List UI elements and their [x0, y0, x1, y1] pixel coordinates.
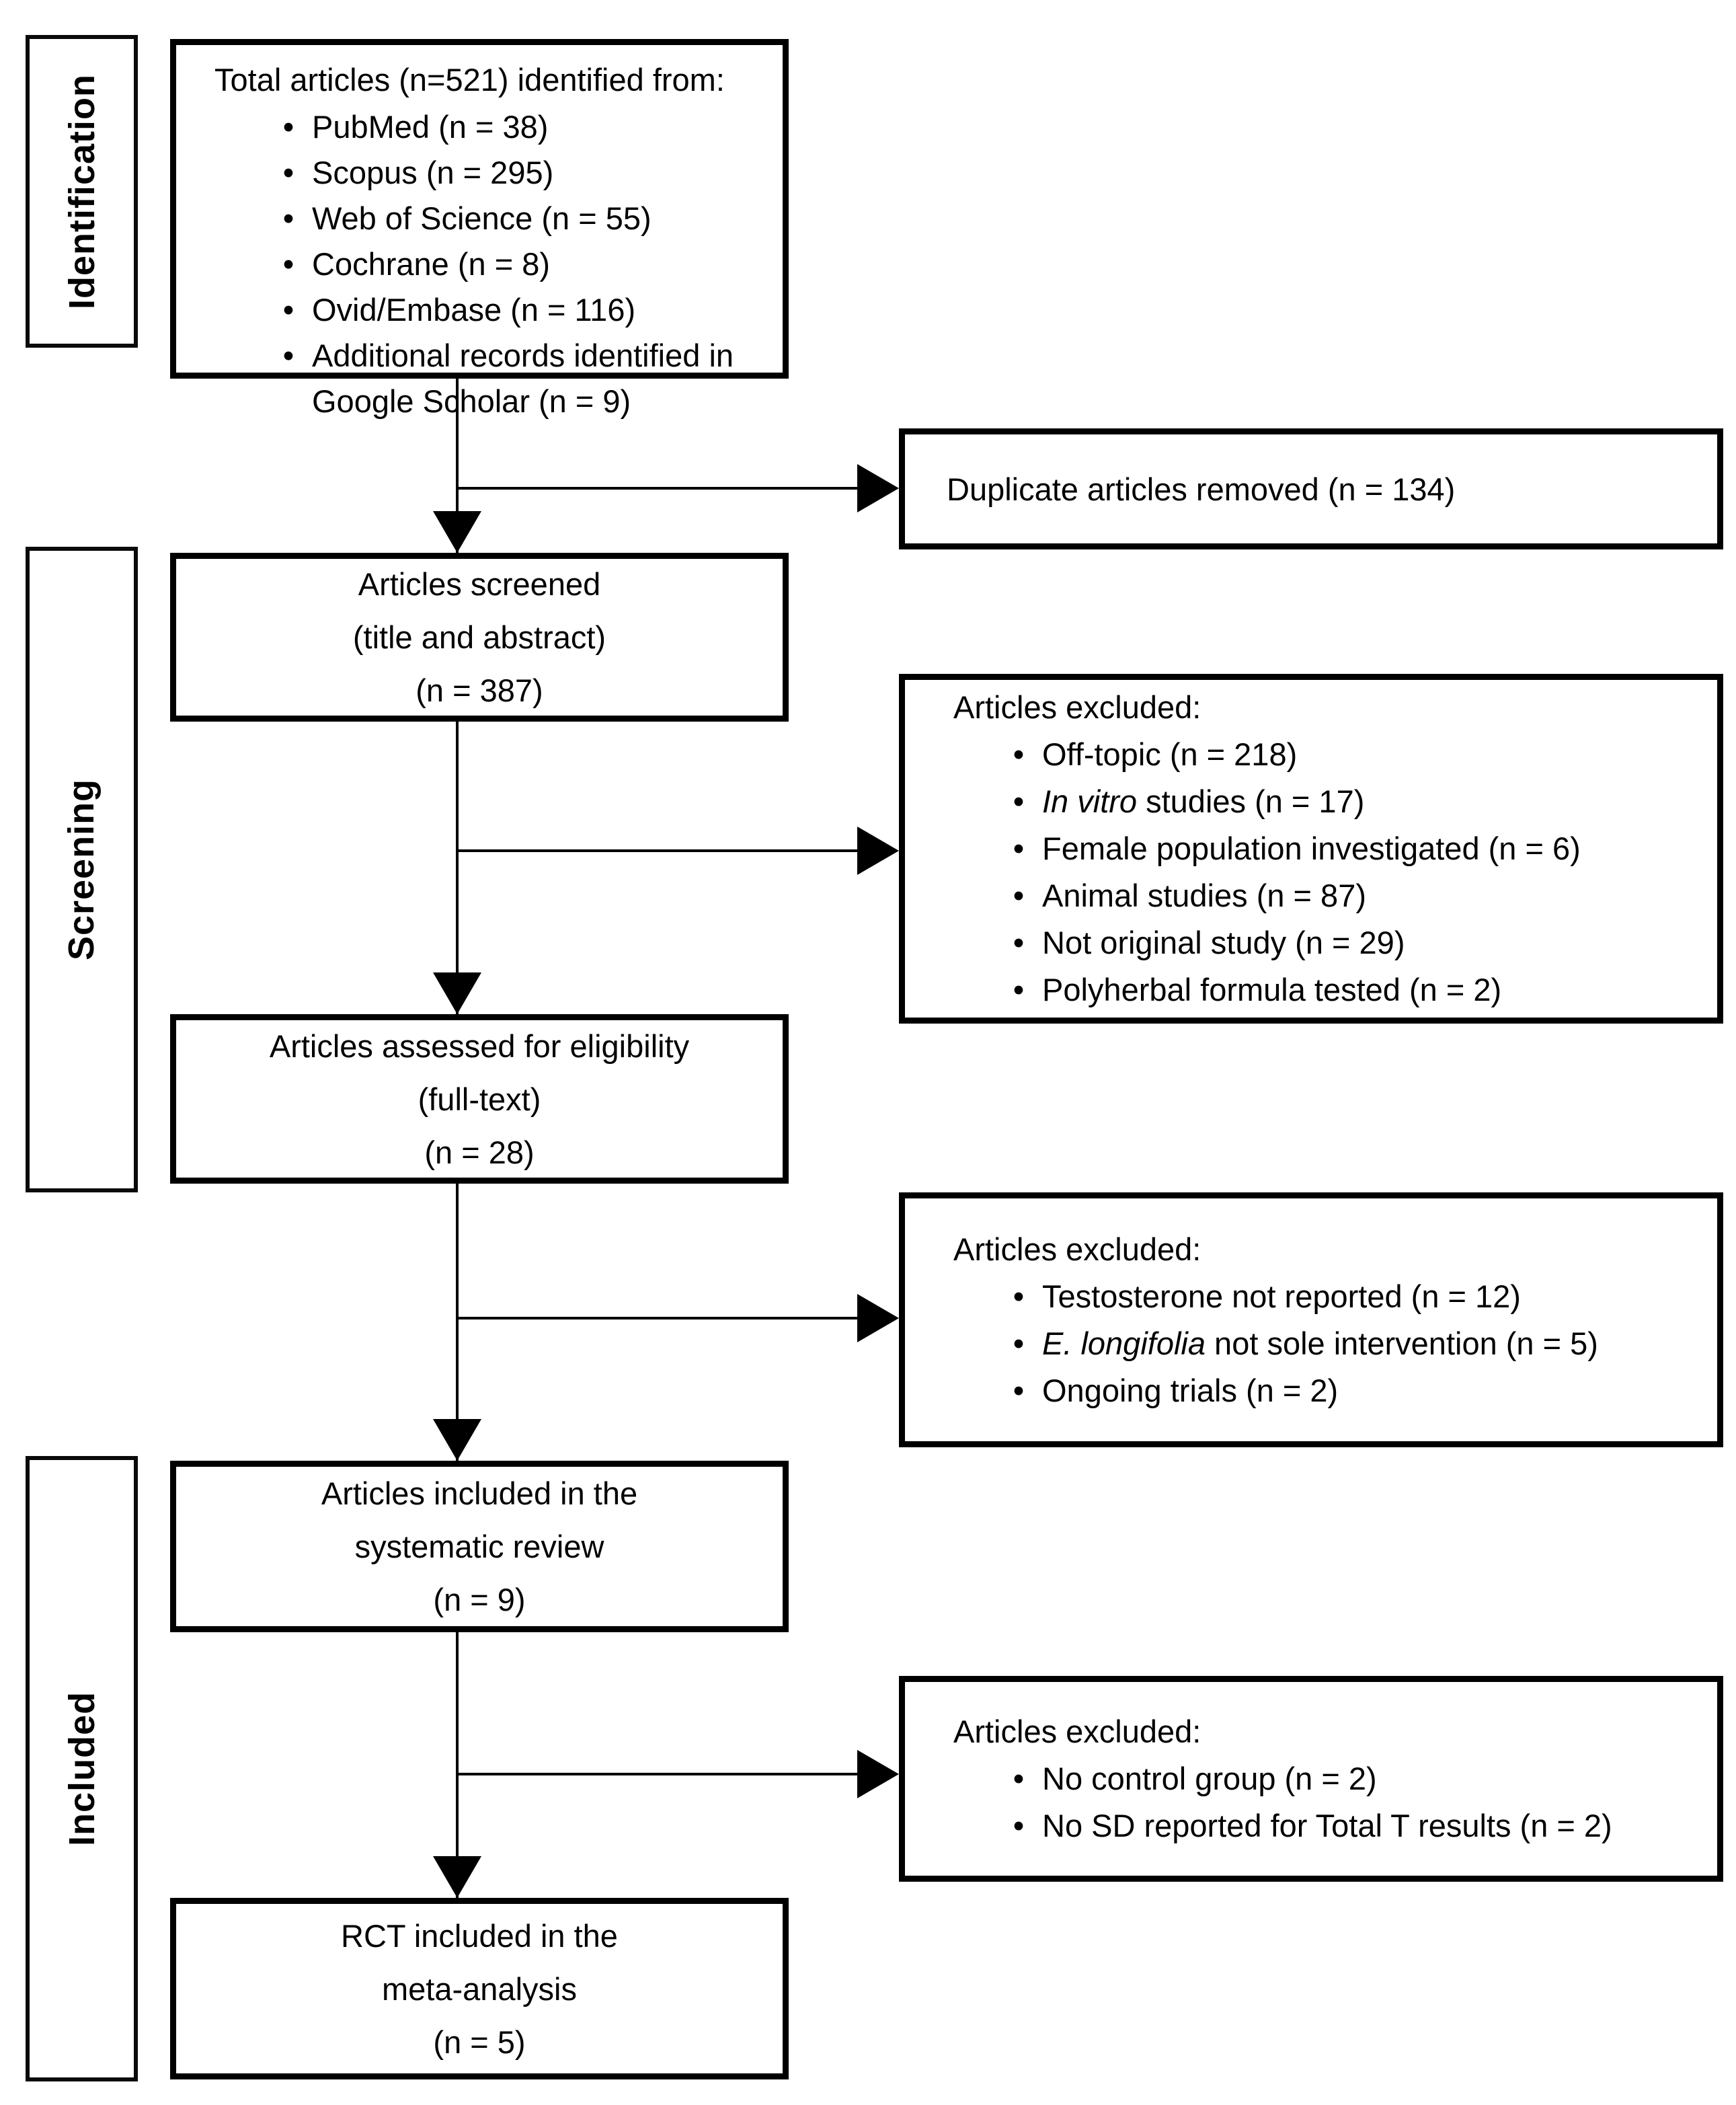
connector-branch-excluded-review [457, 1773, 861, 1775]
excluded-screening-list: •Off-topic (n = 218)•In vitro studies (n… [953, 731, 1704, 1013]
included-review-line: Articles included in the [321, 1476, 638, 1511]
connector-screened-to-assessed [456, 722, 459, 1014]
bullet-glyph: • [282, 200, 294, 236]
connector-identified-to-screened [456, 379, 459, 553]
bullet-glyph: • [1013, 878, 1025, 913]
bullet-glyph: • [282, 292, 294, 328]
box-excluded-eligibility: Articles excluded: •Testosterone not rep… [899, 1192, 1723, 1447]
bullet-glyph: • [282, 338, 294, 373]
phase-label-screening-text: Screening [61, 778, 102, 961]
phase-label-included-text: Included [61, 1691, 102, 1847]
connector-assessed-to-included [456, 1184, 459, 1461]
excluded-screening-item: •Female population investigated (n = 6) [995, 825, 1704, 872]
excluded-eligibility-title: Articles excluded: [953, 1231, 1201, 1267]
included-review-line: systematic review [354, 1529, 604, 1564]
bullet-glyph: • [282, 109, 294, 145]
arrowhead-down-icon [433, 1419, 481, 1461]
bullet-glyph: • [282, 246, 294, 282]
excluded-review-item: •No control group (n = 2) [995, 1755, 1704, 1802]
connector-branch-excluded-screening [457, 849, 861, 852]
box-included-review: Articles included in the systematic revie… [170, 1461, 789, 1632]
excluded-eligibility-item: •Testosterone not reported (n = 12) [995, 1273, 1704, 1320]
box-rct-meta-analysis: RCT included in the meta-analysis (n = 5) [170, 1898, 789, 2079]
bullet-glyph: • [1013, 1325, 1025, 1361]
excluded-review-list: •No control group (n = 2)•No SD reported… [953, 1755, 1704, 1849]
arrowhead-down-icon [433, 511, 481, 553]
arrowhead-right-icon [857, 464, 899, 512]
phase-label-identification: Identification [26, 35, 138, 348]
bullet-glyph: • [1013, 1761, 1025, 1796]
identified-source-item: •Cochrane (n = 8) [265, 241, 769, 287]
rct-meta-analysis-line: RCT included in the [341, 1917, 618, 1954]
bullet-glyph: • [1013, 831, 1025, 866]
identified-source-item: •Scopus (n = 295) [265, 150, 769, 196]
assessed-eligibility-line: (n = 28) [424, 1134, 535, 1170]
excluded-review-item: •No SD reported for Total T results (n =… [995, 1802, 1704, 1849]
box-articles-screened: Articles screened (title and abstract) (n … [170, 553, 789, 722]
rct-meta-analysis-line: meta-analysis [382, 1970, 577, 2007]
rct-meta-analysis-line: (n = 5) [433, 2024, 526, 2060]
phase-label-identification-text: Identification [61, 73, 102, 309]
excluded-screening-title: Articles excluded: [953, 689, 1201, 725]
box-assessed-eligibility: Articles assessed for eligibility (full-t… [170, 1014, 789, 1184]
bullet-glyph: • [282, 155, 294, 190]
box-excluded-screening: Articles excluded: •Off-topic (n = 218)•… [899, 674, 1723, 1024]
bullet-glyph: • [1013, 972, 1025, 1007]
excluded-eligibility-item: •Ongoing trials (n = 2) [995, 1367, 1704, 1414]
connector-branch-excluded-eligibility [457, 1317, 861, 1319]
excluded-screening-item: •Polyherbal formula tested (n = 2) [995, 966, 1704, 1013]
box-duplicates-removed: Duplicate articles removed (n = 134) [899, 428, 1723, 549]
excluded-screening-item: •Not original study (n = 29) [995, 919, 1704, 966]
arrowhead-right-icon [857, 827, 899, 875]
excluded-screening-item: •In vitro studies (n = 17) [995, 778, 1704, 825]
identified-source-item: •PubMed (n = 38) [265, 104, 769, 150]
box-excluded-review: Articles excluded: •No control group (n … [899, 1676, 1723, 1882]
assessed-eligibility-line: (full-text) [418, 1081, 541, 1117]
identified-source-item: •Web of Science (n = 55) [265, 196, 769, 241]
duplicates-removed-text: Duplicate articles removed (n = 134) [947, 471, 1456, 507]
bullet-glyph: • [1013, 783, 1025, 819]
bullet-glyph: • [1013, 736, 1025, 772]
articles-screened-line: Articles screened [358, 566, 601, 602]
phase-label-screening: Screening [26, 547, 138, 1192]
identified-records-title: Total articles (n=521) identified from: [214, 62, 725, 98]
connector-included-to-rct [456, 1632, 459, 1898]
identified-records-list: •PubMed (n = 38)•Scopus (n = 295)•Web of… [214, 104, 769, 424]
assessed-eligibility-line: Articles assessed for eligibility [269, 1028, 690, 1064]
arrowhead-right-icon [857, 1750, 899, 1798]
arrowhead-down-icon [433, 1856, 481, 1898]
bullet-glyph: • [1013, 1808, 1025, 1843]
phase-label-included: Included [26, 1456, 138, 2081]
bullet-glyph: • [1013, 925, 1025, 960]
articles-screened-line: (title and abstract) [352, 619, 606, 655]
articles-screened-line: (n = 387) [416, 673, 543, 708]
excluded-eligibility-list: •Testosterone not reported (n = 12)•E. l… [953, 1273, 1704, 1414]
identified-source-item: •Additional records identified in Google… [265, 333, 769, 424]
arrowhead-down-icon [433, 972, 481, 1014]
excluded-eligibility-item: •E. longifolia not sole intervention (n … [995, 1320, 1704, 1367]
arrowhead-right-icon [857, 1294, 899, 1342]
box-identified-records: Total articles (n=521) identified from: … [170, 39, 789, 419]
identified-source-item: •Ovid/Embase (n = 116) [265, 287, 769, 333]
bullet-glyph: • [1013, 1372, 1025, 1408]
excluded-review-title: Articles excluded: [953, 1714, 1201, 1749]
excluded-screening-item: •Off-topic (n = 218) [995, 731, 1704, 778]
connector-branch-duplicates [457, 487, 861, 490]
excluded-screening-item: •Animal studies (n = 87) [995, 872, 1704, 919]
included-review-line: (n = 9) [433, 1582, 526, 1617]
bullet-glyph: • [1013, 1278, 1025, 1314]
